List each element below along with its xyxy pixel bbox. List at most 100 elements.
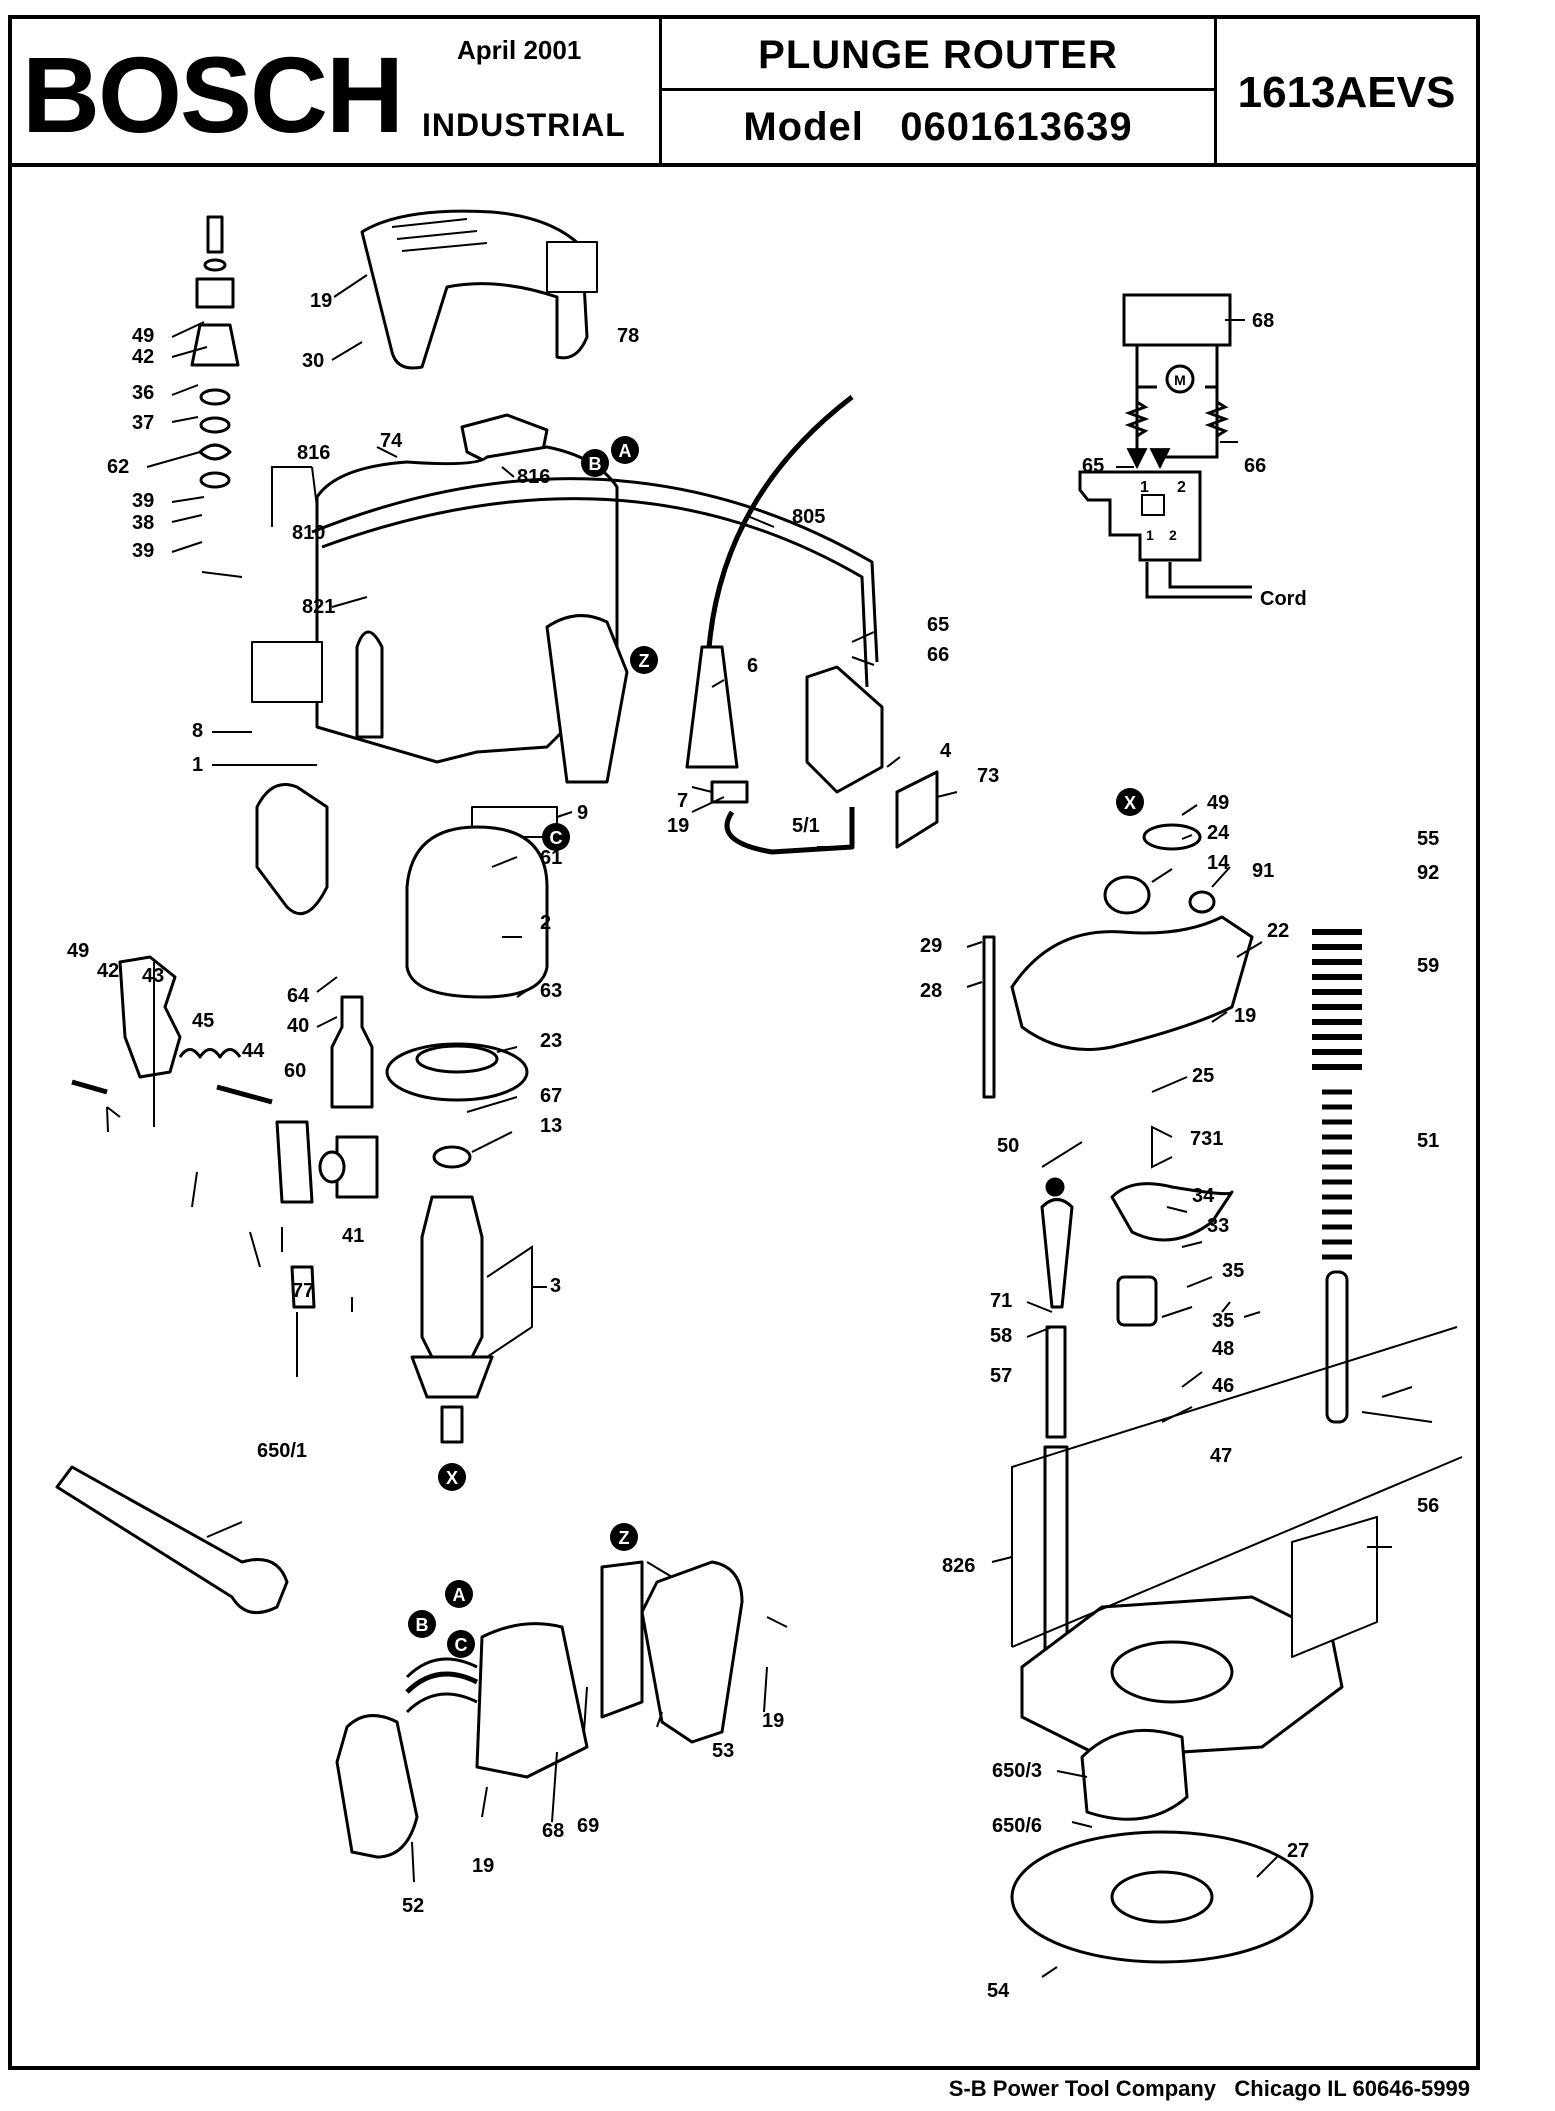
part-label: 34	[1192, 1185, 1215, 1207]
part-label: 39	[132, 540, 154, 562]
part-label: 63	[540, 980, 562, 1002]
connector-callouts: A B Z C X X Z A B C	[408, 436, 1144, 1658]
part-label: 13	[540, 1115, 562, 1137]
part-label: 27	[1287, 1840, 1309, 1862]
schematic-resistor-right	[1204, 400, 1230, 438]
part-label: 41	[342, 1225, 364, 1247]
part-label: 65	[927, 614, 949, 636]
part-label: 77	[292, 1280, 314, 1302]
title-cell: PLUNGE ROUTER Model 0601613639	[662, 19, 1217, 163]
wiring-schematic	[1078, 293, 1252, 599]
part-label: 47	[1210, 1445, 1232, 1467]
exploded-parts-diagram: M 1 2 1 2 Cord	[55, 209, 1463, 2002]
part-label: 9	[577, 802, 588, 824]
svg-text:X: X	[446, 1468, 458, 1488]
part-label: 69	[577, 1815, 599, 1837]
publication-date: April 2001	[457, 35, 582, 65]
svg-text:A: A	[453, 1585, 466, 1605]
part-handle-left	[335, 1714, 419, 1859]
page-frame: BOSCH April 2001 INDUSTRIAL PLUNGE ROUTE…	[8, 15, 1480, 2070]
part-label: 19	[1234, 1005, 1256, 1027]
schematic-module-box	[1122, 293, 1232, 347]
part-label: 74	[380, 430, 403, 452]
part-label: 35	[1212, 1310, 1234, 1332]
leader-lines	[106, 274, 1463, 1978]
part-label: 2	[540, 912, 551, 934]
part-label: 7	[677, 790, 688, 812]
part-label: 19	[472, 1855, 494, 1877]
connector-c-mid: C	[542, 823, 570, 851]
part-shapes	[55, 209, 1378, 1964]
schematic-cord-label: Cord	[1260, 588, 1307, 610]
svg-text:B: B	[416, 1615, 429, 1635]
part-handle-right	[640, 1560, 744, 1744]
svg-text:B: B	[589, 454, 602, 474]
part-label: 810	[292, 522, 325, 544]
part-label: 25	[1192, 1065, 1214, 1087]
part-label: 14	[1207, 852, 1230, 874]
model-number: 0601613639	[900, 105, 1133, 149]
part-label: 33	[1207, 1215, 1229, 1237]
part-label: 19	[667, 815, 689, 837]
part-label: 39	[132, 490, 154, 512]
connector-z-top: Z	[630, 646, 658, 674]
model-label: Model	[743, 105, 864, 149]
part-label: 826	[942, 1555, 975, 1577]
part-label: 49	[132, 325, 154, 347]
part-label: 73	[977, 765, 999, 787]
part-label: 92	[1417, 862, 1439, 884]
part-label: 42	[132, 346, 154, 368]
schematic-motor-label: M	[1174, 372, 1186, 388]
part-label: 5/1	[792, 815, 820, 837]
brand-division: INDUSTRIAL	[422, 107, 626, 143]
part-label: 71	[990, 1290, 1012, 1312]
footer-company: S-B Power Tool Company	[948, 2076, 1217, 2101]
part-label: 91	[1252, 860, 1274, 882]
schematic-resistor-left	[1124, 400, 1150, 438]
part-label: 56	[1417, 1495, 1439, 1517]
schematic-terminal-1b: 1	[1146, 527, 1154, 543]
connector-a-handle: A	[445, 1580, 473, 1608]
part-label: 52	[402, 1895, 424, 1917]
model-code-cell: 1613AEVS	[1217, 19, 1476, 163]
part-label: 19	[310, 290, 332, 312]
part-label: 44	[242, 1040, 265, 1062]
svg-text:Z: Z	[639, 651, 650, 671]
part-label: 49	[67, 940, 89, 962]
connector-a-top: A	[611, 436, 639, 464]
part-label: 51	[1417, 1130, 1439, 1152]
part-label: 24	[1207, 822, 1230, 844]
part-label: 650/3	[992, 1760, 1042, 1782]
part-label: 61	[540, 847, 562, 869]
part-label: 805	[792, 506, 825, 528]
part-label: 45	[192, 1010, 214, 1032]
svg-text:X: X	[1124, 793, 1136, 813]
part-label: 23	[540, 1030, 562, 1052]
part-label: 35	[1222, 1260, 1244, 1282]
part-label: 38	[132, 512, 154, 534]
part-label: 49	[1207, 792, 1229, 814]
brand-cell: BOSCH April 2001 INDUSTRIAL	[12, 19, 662, 163]
part-label: 3	[550, 1275, 561, 1297]
part-wrench	[55, 1465, 289, 1615]
part-label: 42	[97, 960, 119, 982]
part-label: 50	[997, 1135, 1019, 1157]
svg-text:A: A	[619, 441, 632, 461]
part-label: 30	[302, 350, 324, 372]
model-code: 1613AEVS	[1237, 68, 1456, 117]
part-label: 66	[927, 644, 949, 666]
tool-name: PLUNGE ROUTER	[662, 19, 1214, 91]
title-block: BOSCH April 2001 INDUSTRIAL PLUNGE ROUTE…	[12, 19, 1476, 167]
connector-b-handle: B	[408, 1610, 436, 1638]
part-label: 67	[540, 1085, 562, 1107]
connector-x-armature: X	[438, 1463, 466, 1491]
part-label: 60	[284, 1060, 306, 1082]
footer: S-B Power Tool Company Chicago IL 60646-…	[930, 2076, 1470, 2102]
svg-text:C: C	[455, 1635, 468, 1655]
part-label: 59	[1417, 955, 1439, 977]
part-label: 731	[1190, 1128, 1223, 1150]
part-label: 19	[762, 1710, 784, 1732]
schematic-terminal-1: 1	[1140, 479, 1149, 496]
schematic-motor-symbol	[1165, 364, 1195, 394]
connector-c-handle: C	[447, 1630, 475, 1658]
